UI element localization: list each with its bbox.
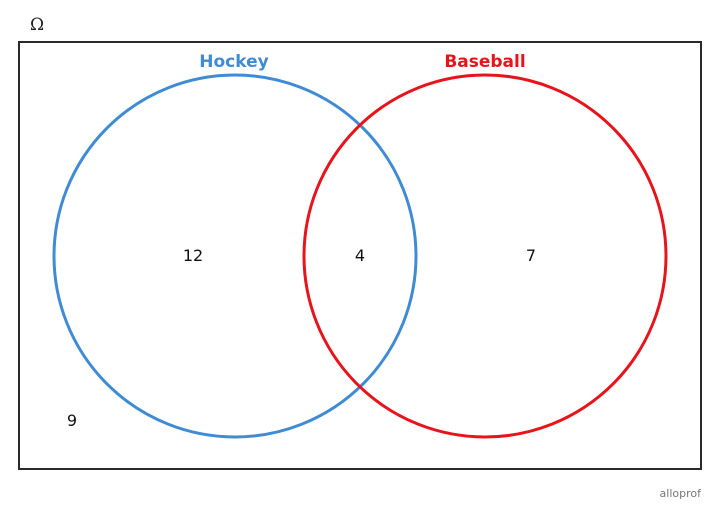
universe-rectangle xyxy=(18,41,702,470)
baseball-label: Baseball xyxy=(444,52,525,72)
hockey-only-value: 12 xyxy=(183,246,203,265)
alloprof-logo: alloprof xyxy=(660,487,703,500)
outside-value: 9 xyxy=(67,411,77,430)
intersection-value: 4 xyxy=(355,246,365,265)
universe-symbol: Ω xyxy=(30,15,44,35)
baseball-circle xyxy=(302,73,668,439)
baseball-only-value: 7 xyxy=(526,246,536,265)
hockey-circle xyxy=(52,73,418,439)
hockey-label: Hockey xyxy=(199,52,268,72)
